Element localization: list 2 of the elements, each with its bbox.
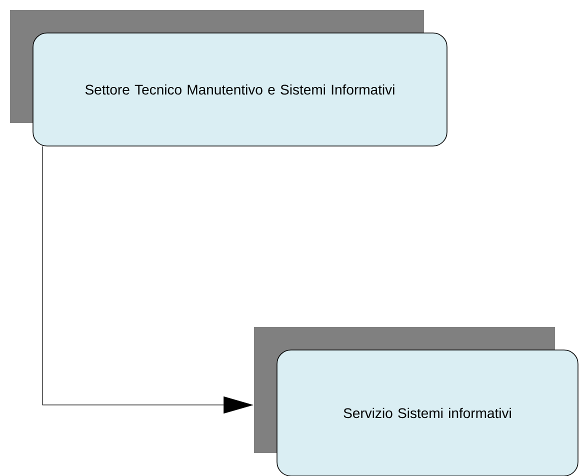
box: Settore Tecnico Manutentivo e Sistemi Informativi	[10, 10, 448, 146]
box: Servizio Sistemi informativi	[254, 326, 578, 476]
